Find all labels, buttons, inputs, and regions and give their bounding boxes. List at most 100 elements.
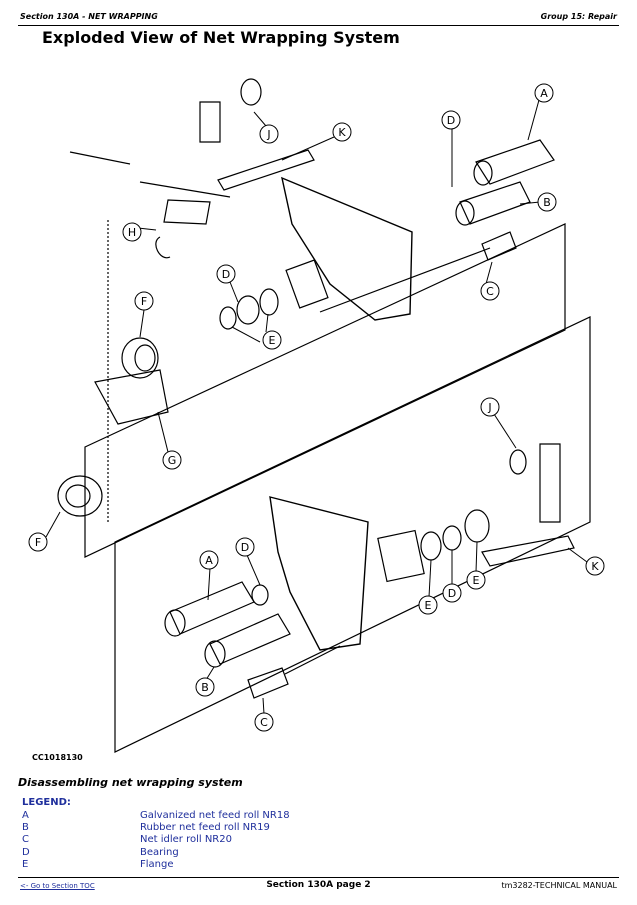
legend-item: C Net idler roll NR20 — [22, 834, 322, 846]
legend-item: A Galvanized net feed roll NR18 — [22, 810, 322, 822]
upper-pulley-f — [121, 337, 159, 379]
svg-text:H: H — [128, 226, 136, 239]
callout-f-upper: F — [134, 291, 154, 338]
upper-roll-b — [455, 181, 531, 226]
svg-text:D: D — [447, 114, 455, 127]
upper-flange — [259, 288, 279, 316]
callout-c-lower: C — [254, 697, 274, 732]
lower-side-plate — [269, 496, 369, 651]
upper-roll-c — [481, 231, 517, 261]
callout-k-upper: K — [281, 122, 352, 161]
callout-j-lower: J — [480, 397, 517, 449]
svg-text:D: D — [448, 587, 456, 600]
lower-flange-plate — [377, 529, 425, 583]
lower-bearing-d — [251, 584, 269, 606]
lower-hub-j — [509, 449, 527, 475]
svg-text:F: F — [35, 536, 41, 549]
callout-e-lower-right: E — [466, 541, 486, 590]
callout-h: H — [122, 222, 157, 242]
cylinder-h — [155, 199, 211, 259]
legend-key: B — [22, 822, 29, 834]
legend-value: Galvanized net feed roll NR18 — [140, 810, 290, 821]
svg-text:B: B — [543, 196, 551, 209]
manual-name: tm3282-TECHNICAL MANUAL — [501, 881, 617, 890]
legend-value: Net idler roll NR20 — [140, 834, 232, 846]
callout-j-upper: J — [253, 111, 279, 144]
upper-hub-j — [240, 78, 262, 106]
callout-a-upper: A — [527, 83, 554, 141]
legend-list: A Galvanized net feed roll NR18 B Rubber n… — [22, 810, 322, 871]
callout-d-upper-right: D — [441, 110, 461, 187]
lower-frame — [114, 316, 591, 753]
upper-roll-a — [473, 139, 555, 186]
lower-roll-b — [204, 613, 291, 668]
upper-shaft — [319, 247, 491, 313]
callout-d-lower: D — [235, 537, 261, 586]
svg-text:A: A — [540, 87, 548, 100]
svg-text:D: D — [222, 268, 230, 281]
svg-text:K: K — [338, 126, 346, 139]
page-title: Exploded View of Net Wrapping System — [42, 28, 400, 47]
legend-item: B Rubber net feed roll NR19 — [22, 822, 322, 834]
upper-side-plate — [281, 176, 413, 321]
legend-item: D Bearing — [22, 847, 322, 859]
callout-d-upper-left: D — [216, 264, 239, 303]
section-header: Section 130A - NET WRAPPING — [20, 12, 158, 21]
header-rule — [18, 25, 619, 26]
svg-text:F: F — [141, 295, 147, 308]
svg-text:J: J — [487, 401, 491, 414]
go-to-section-toc-link[interactable]: <- Go to Section TOC — [20, 882, 95, 890]
callout-d-lower-mid: D — [442, 550, 462, 603]
figure-caption: Disassembling net wrapping system — [18, 776, 243, 789]
bracket-g — [94, 369, 169, 425]
svg-text:C: C — [260, 716, 268, 729]
callout-a-lower: A — [199, 550, 219, 601]
svg-text:E: E — [425, 599, 432, 612]
legend-item: E Flange — [22, 859, 322, 871]
legend-title: LEGEND: — [22, 797, 71, 808]
svg-text:K: K — [591, 560, 599, 573]
svg-text:E: E — [269, 334, 276, 347]
lower-j-bracket — [539, 443, 561, 523]
legend-key: A — [22, 810, 29, 821]
legend-value: Bearing — [140, 846, 179, 858]
callout-b-upper: B — [519, 192, 557, 212]
callout-b-lower: B — [195, 666, 215, 697]
upper-plate-k — [217, 149, 315, 191]
legend-value: Rubber net feed roll NR19 — [140, 822, 270, 834]
callout-e-lower-left: E — [418, 559, 438, 615]
page-number: Section 130A page 2 — [266, 880, 371, 890]
lower-roll-a — [164, 581, 255, 637]
callout-f-lower: F — [28, 511, 61, 552]
upper-j-bracket — [199, 101, 221, 143]
callout-g: G — [157, 411, 182, 470]
callout-c-upper: C — [480, 261, 500, 301]
lower-shaft — [284, 645, 341, 675]
lower-flange — [420, 531, 442, 561]
legend-key: D — [22, 846, 30, 858]
upper-frame — [84, 223, 566, 558]
lower-plate-k — [481, 535, 575, 567]
upper-flange-2 — [219, 306, 237, 330]
callout-e-upper: E — [231, 313, 282, 350]
lower-pulley-f — [57, 475, 103, 517]
exploded-view-diagram: A D B C K J H D E F G J K F D E E D A B … — [28, 78, 605, 753]
footer-rule — [18, 877, 619, 878]
legend-key: E — [22, 858, 29, 870]
lower-roll-c — [247, 667, 289, 699]
svg-text:B: B — [201, 681, 209, 694]
group-header: Group 15: Repair — [540, 12, 617, 21]
lower-bearing — [442, 525, 462, 551]
svg-text:E: E — [473, 574, 480, 587]
upper-left-shaft — [69, 151, 131, 165]
svg-text:G: G — [168, 454, 177, 467]
svg-text:A: A — [205, 554, 213, 567]
svg-text:J: J — [266, 128, 270, 141]
lower-flange-2 — [464, 509, 490, 543]
legend-key: C — [22, 834, 29, 846]
legend-value: Flange — [140, 858, 174, 870]
svg-text:C: C — [486, 285, 494, 298]
upper-bearing — [236, 295, 260, 325]
callout-k-lower: K — [567, 547, 605, 576]
figure-code: CC1018130 — [32, 753, 83, 762]
